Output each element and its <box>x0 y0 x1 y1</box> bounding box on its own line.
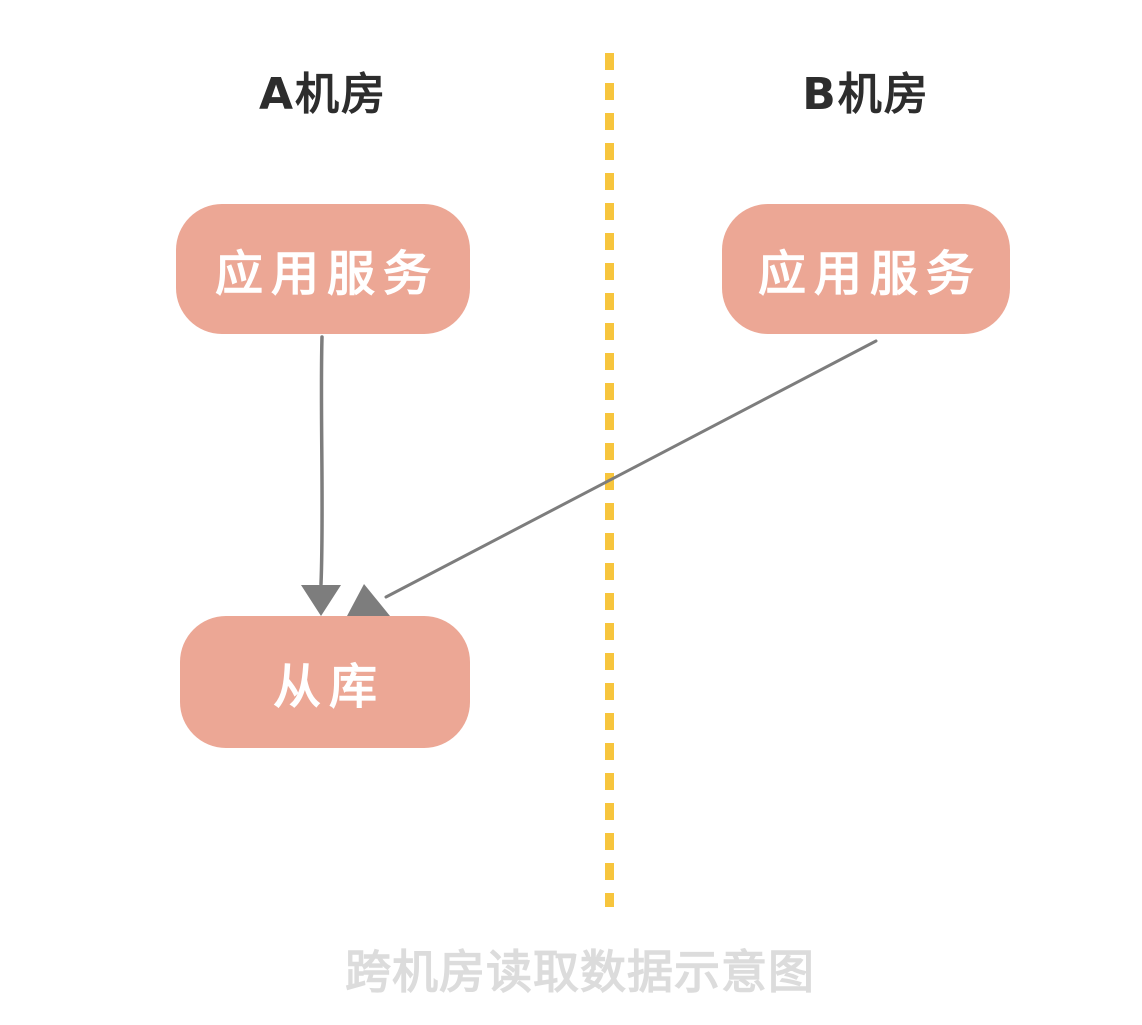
edge-app-a-to-slave-line <box>319 335 324 586</box>
zone-label-a: A机房 <box>258 69 388 120</box>
edge-app-b-to-slave-arrowhead-icon <box>347 584 390 616</box>
node-app-service-b-label: 应用服务 <box>757 246 982 302</box>
zone-divider-dashed-line <box>605 53 614 907</box>
node-slave-db-label: 从库 <box>272 659 385 715</box>
diagram-caption: 跨机房读取数据示意图 <box>345 945 815 999</box>
node-slave-db: 从库 <box>180 616 470 748</box>
edge-app-a-to-slave-arrowhead-icon <box>301 585 341 616</box>
zone-label-b: B机房 <box>802 69 930 120</box>
node-app-service-a: 应用服务 <box>176 204 470 334</box>
node-app-service-b: 应用服务 <box>722 204 1010 334</box>
edge-app-b-to-slave-line <box>384 339 878 599</box>
node-app-service-a-label: 应用服务 <box>214 246 439 302</box>
